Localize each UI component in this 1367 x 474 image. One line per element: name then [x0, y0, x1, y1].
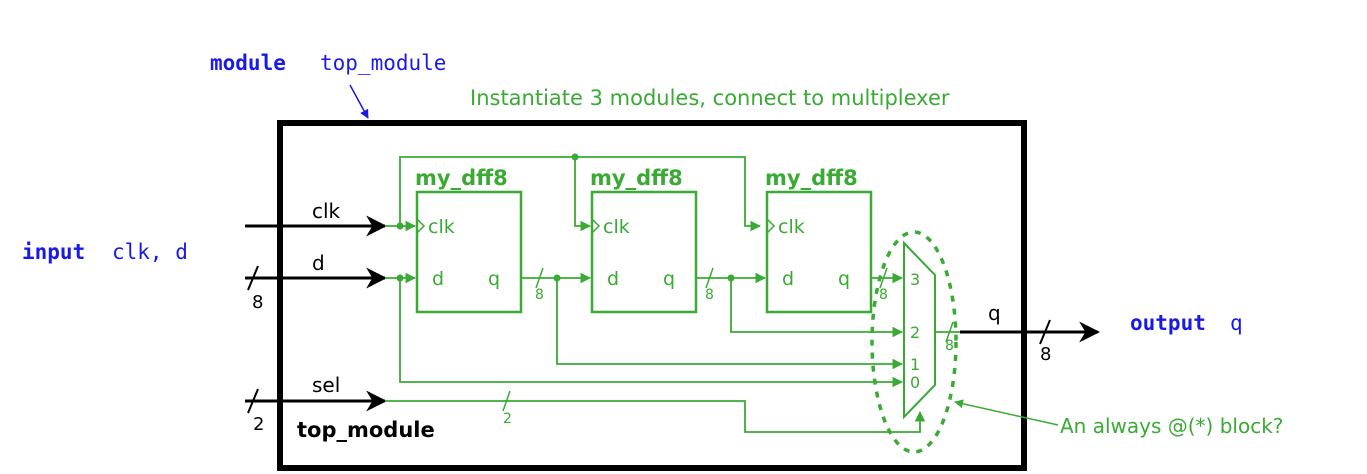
input-keyword: input — [22, 240, 85, 264]
inner-bus-width-out: 8 — [945, 338, 954, 354]
sel-bus-slash-icon — [247, 388, 259, 414]
clk-signal-label: clk — [312, 199, 341, 223]
bus-slash-icon — [502, 390, 511, 412]
mux-trapezoid — [903, 240, 936, 420]
multiplexer: 3 2 1 0 — [903, 240, 936, 420]
inner-sel-bus-width: 2 — [503, 411, 512, 427]
dff-box — [765, 190, 873, 314]
d-bus-slash-icon — [247, 265, 259, 291]
dff1-q-to-mux-1 — [556, 278, 904, 370]
sel-to-mux — [385, 400, 926, 433]
q-bus-slash-icon — [1039, 319, 1051, 345]
d-signal-label: d — [312, 251, 325, 275]
bus-slash-icon — [535, 267, 544, 289]
top-module-label: top_module — [297, 418, 435, 442]
callout-text: An always @(*) block? — [1060, 414, 1283, 438]
top-module-box — [277, 120, 1027, 471]
dff-q-port: q — [663, 268, 675, 290]
output-keyword: output — [1130, 311, 1206, 335]
q-signal-label: q — [988, 301, 1001, 325]
clk-to-dff2 — [574, 157, 592, 232]
internal-bus-slashes — [502, 267, 954, 412]
dff-d-port: d — [432, 268, 444, 290]
mux-input-label-3: 3 — [910, 270, 920, 289]
module-pointer-arrow-icon — [349, 84, 369, 119]
inner-bus-width-1: 8 — [535, 287, 544, 303]
mux-input-label-1: 1 — [910, 355, 920, 374]
clock-triangle-icon — [766, 218, 776, 234]
bus-slash-icon — [945, 321, 954, 343]
junction-dot-icon — [727, 274, 735, 282]
bus-slash-icon — [705, 267, 714, 289]
dff-d-port: d — [782, 268, 794, 290]
dff-clk-port: clk — [603, 216, 630, 238]
dff-instance-3: my_dff8 clk d q — [765, 166, 873, 314]
bus-slash-icon — [879, 267, 888, 289]
sel-signal-label: sel — [312, 373, 340, 397]
clock-triangle-icon — [591, 218, 601, 234]
clock-triangle-icon — [416, 218, 426, 234]
dff2-q-to-mux-2 — [730, 278, 904, 338]
instantiate-note: Instantiate 3 modules, connect to multip… — [470, 86, 950, 110]
dff-title: my_dff8 — [415, 166, 508, 190]
inner-bus-width-3: 8 — [879, 287, 888, 303]
dff-d-port: d — [607, 268, 619, 290]
module-keyword: module — [210, 51, 286, 75]
junction-dot-icon — [396, 222, 404, 230]
mux-highlight-ellipse — [870, 230, 958, 454]
sel-bus-width: 2 — [253, 414, 264, 435]
dff-box — [415, 190, 523, 314]
d-to-mux-0 — [399, 278, 904, 388]
mux-input-label-0: 0 — [910, 373, 920, 392]
callout-arrow-icon — [954, 399, 1059, 426]
input-names: clk, d — [112, 240, 188, 264]
junctions — [396, 153, 735, 282]
dff-q-port: q — [838, 268, 850, 290]
dff-instance-2: my_dff8 clk d q — [590, 166, 698, 314]
dff-clk-port: clk — [778, 216, 805, 238]
dff-title: my_dff8 — [590, 166, 683, 190]
dff-q-port: q — [488, 268, 500, 290]
dff-clk-port: clk — [428, 216, 455, 238]
d-bus-width: 8 — [252, 292, 263, 313]
junction-dot-icon — [553, 274, 561, 282]
dff-title: my_dff8 — [765, 166, 858, 190]
junction-dot-icon — [396, 274, 404, 282]
dff-box — [590, 190, 698, 314]
module-name: top_module — [320, 51, 446, 75]
inner-bus-width-2: 8 — [705, 287, 714, 303]
mux-input-label-2: 2 — [910, 323, 920, 342]
junction-dot-icon — [571, 153, 579, 161]
output-names: q — [1230, 311, 1243, 335]
q-bus-width: 8 — [1040, 344, 1051, 365]
dff-instance-1: my_dff8 clk d q — [415, 166, 523, 314]
